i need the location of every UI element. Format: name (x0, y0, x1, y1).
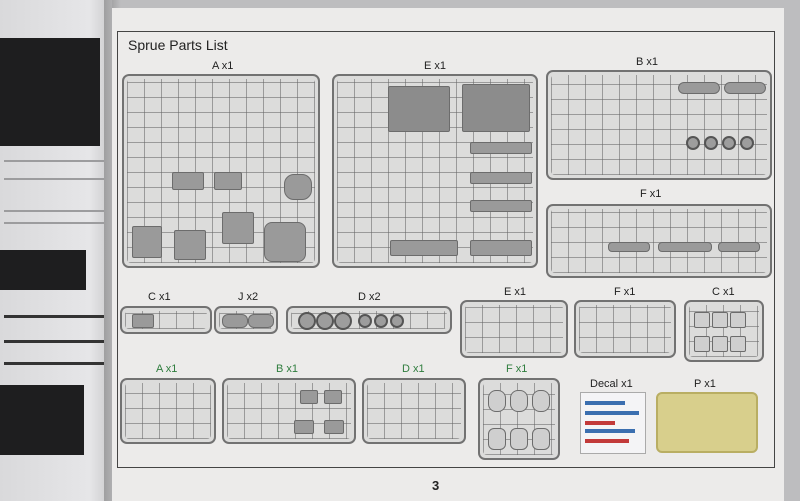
sprue-wheel (390, 314, 404, 328)
sprue-b-clear (222, 378, 356, 444)
sprue-label-f: F x1 (640, 188, 662, 200)
decal-label: Decal x1 (590, 378, 633, 390)
sprue-part (532, 390, 550, 412)
sprue-wheel (316, 312, 334, 330)
sprue-part (488, 428, 506, 450)
sprue-wheel (298, 312, 316, 330)
sprue-label-e: E x1 (424, 60, 447, 72)
sprue-part (532, 428, 550, 450)
page-frame (117, 31, 775, 468)
sprue-part (470, 200, 532, 212)
page-number: 3 (432, 478, 440, 493)
sprue-label-b: B x1 (636, 56, 659, 68)
sprue-c-right (684, 300, 764, 362)
decal-marking (585, 421, 615, 425)
sprue-label-c-right: C x1 (712, 286, 735, 298)
left-page-text-line (4, 222, 104, 224)
sprue-b (546, 70, 772, 180)
left-page-text-line (4, 160, 104, 162)
sprue-part (132, 314, 154, 328)
sprue-part (222, 314, 248, 328)
sprue-part (694, 336, 710, 352)
sprue-part (388, 86, 450, 132)
sprue-a (122, 74, 320, 268)
sprue-part (470, 142, 532, 154)
sprue-e (332, 74, 538, 268)
sprue-part (390, 240, 458, 256)
left-page-dark-panel (0, 250, 86, 290)
sprue-part (324, 390, 342, 404)
left-page-dark-panel (0, 38, 100, 146)
sprue-part (174, 230, 206, 260)
sprue-label-a: A x1 (212, 60, 234, 72)
sprue-part (694, 312, 710, 328)
sprue-part (470, 172, 532, 184)
left-page-tool-line (4, 315, 104, 318)
sprue-label-d: D x2 (358, 291, 381, 303)
sprue-label-f-clear: F x1 (506, 363, 528, 375)
sprue-part (678, 82, 720, 94)
sprue-f-clear (478, 378, 560, 460)
sprue-label-d-clear: D x1 (402, 363, 425, 375)
decal-marking (585, 429, 635, 433)
page-title: Sprue Parts List (128, 37, 228, 53)
sprue-wheel (374, 314, 388, 328)
decal-marking (585, 411, 639, 415)
sprue-part (470, 240, 532, 256)
sprue-part (658, 242, 712, 252)
sprue-part (462, 84, 530, 132)
left-page (0, 0, 112, 501)
left-page-text-line (4, 178, 104, 180)
left-page-dark-panel (0, 385, 84, 455)
decal-sheet (580, 392, 646, 454)
sprue-part (132, 226, 162, 258)
sprue-part (608, 242, 650, 252)
left-page-tool-line (4, 340, 104, 343)
sprue-part (488, 390, 506, 412)
sprue-part (510, 428, 528, 450)
sprue-part (712, 312, 728, 328)
sprue-f (546, 204, 772, 278)
decal-marking (585, 401, 625, 405)
sprue-part (248, 314, 274, 328)
sprue-a-clear (120, 378, 216, 444)
sprue-label-a-clear: A x1 (156, 363, 178, 375)
sprue-wheel (740, 136, 754, 150)
sprue-part (172, 172, 204, 190)
sprue-e-small (460, 300, 568, 358)
sprue-part (214, 172, 242, 190)
left-page-tool-line (4, 362, 104, 365)
sprue-part (284, 174, 312, 200)
sprue-label-e-small: E x1 (504, 286, 527, 298)
sprue-part (730, 336, 746, 352)
sprue-d-clear (362, 378, 466, 444)
sprue-part (724, 82, 766, 94)
sprue-wheel (358, 314, 372, 328)
sprue-wheel (334, 312, 352, 330)
sprue-label-j: J x2 (238, 291, 259, 303)
sprue-part (300, 390, 318, 404)
sprue-d (286, 306, 452, 334)
sprue-part (510, 390, 528, 412)
sprue-label-c: C x1 (148, 291, 171, 303)
sprue-part (718, 242, 760, 252)
photo-etch-label: P x1 (694, 378, 716, 390)
sprue-c (120, 306, 212, 334)
decal-marking (585, 439, 629, 443)
sprue-part (324, 420, 344, 434)
sprue-label-f-small: F x1 (614, 286, 636, 298)
sprue-part (730, 312, 746, 328)
sprue-part (712, 336, 728, 352)
sprue-wheel (686, 136, 700, 150)
sprue-part (222, 212, 254, 244)
sprue-wheel (722, 136, 736, 150)
sprue-part (264, 222, 306, 262)
left-page-text-line (4, 210, 104, 212)
photo-etch-fret (656, 392, 758, 453)
sprue-wheel (704, 136, 718, 150)
sprue-label-b-clear: B x1 (276, 363, 299, 375)
sprue-f-small (574, 300, 676, 358)
sprue-part (294, 420, 314, 434)
sprue-j (214, 306, 278, 334)
